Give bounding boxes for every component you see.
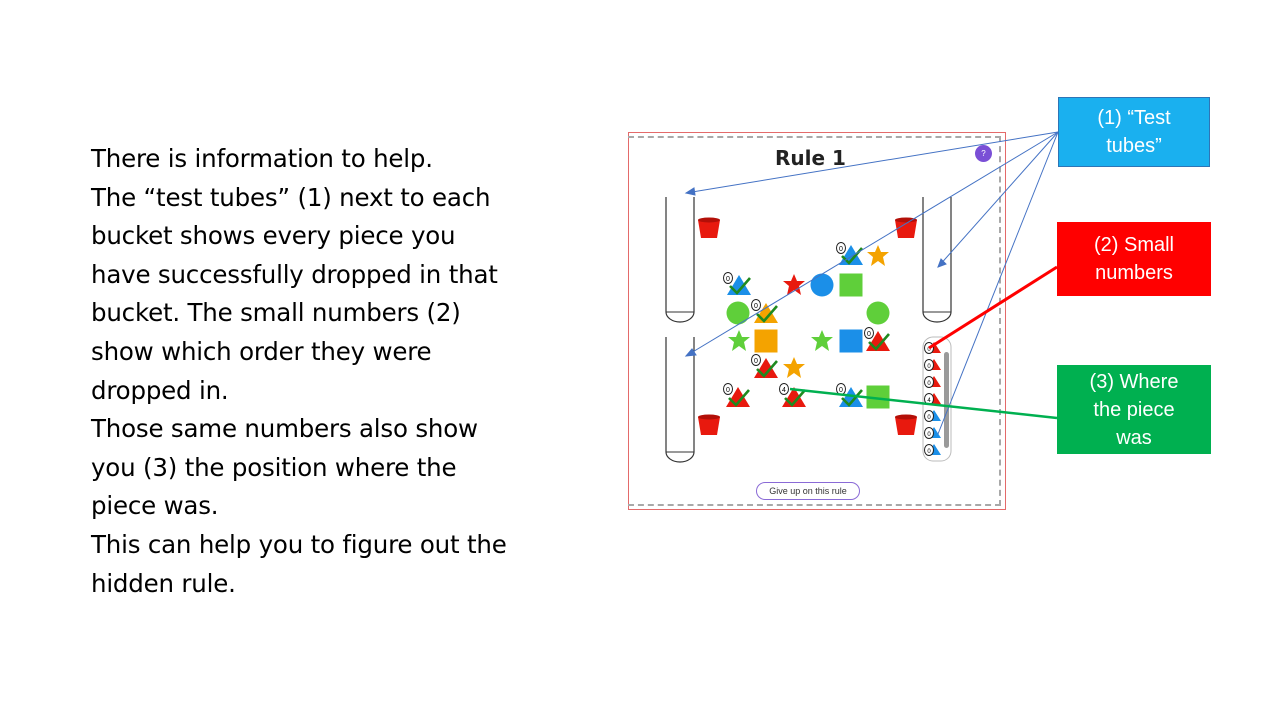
- piece-green-square[interactable]: [839, 273, 863, 297]
- piece-orange-star[interactable]: [867, 245, 889, 266]
- svg-text:0: 0: [927, 364, 931, 370]
- svg-text:0: 0: [927, 432, 931, 438]
- order-number-badge: 0: [836, 383, 846, 395]
- bucket-bottom-left[interactable]: [698, 414, 720, 436]
- svg-text:0: 0: [927, 449, 931, 455]
- piece-red-star[interactable]: [783, 274, 805, 295]
- svg-text:0: 0: [839, 246, 843, 253]
- small-numbers-arrow: [928, 265, 1058, 350]
- piece-orange-star[interactable]: [783, 357, 805, 378]
- instruction-paragraph-3: Those same numbers also show you (3) the…: [91, 414, 478, 521]
- piece-orange-square[interactable]: [754, 329, 778, 353]
- bucket-top-left[interactable]: [698, 217, 720, 239]
- instruction-paragraph-2: The “test tubes” (1) next to each bucket…: [91, 182, 498, 405]
- order-number-badge: 0: [723, 383, 733, 395]
- piece-green-star[interactable]: [811, 330, 833, 351]
- svg-text:0: 0: [867, 331, 871, 338]
- callout-test-tubes: (1) “Test tubes”: [1058, 97, 1210, 167]
- piece-blue-circle[interactable]: [810, 273, 834, 297]
- where-piece-arrow: [789, 387, 1058, 420]
- callout-where-piece-label: (3) Where the piece was: [1089, 370, 1179, 449]
- order-number-badge: 0: [751, 354, 761, 366]
- callout-small-numbers: (2) Small numbers: [1057, 222, 1211, 296]
- rule-title: Rule 1: [775, 146, 846, 170]
- instruction-paragraph-1: There is information to help.: [91, 144, 433, 173]
- give-up-button[interactable]: Give up on this rule: [756, 482, 860, 500]
- instruction-text: There is information to help. The “test …: [91, 140, 511, 603]
- svg-text:4: 4: [927, 398, 931, 404]
- order-number-badge: 4: [779, 383, 789, 395]
- svg-text:0: 0: [726, 276, 730, 283]
- callout-test-tubes-label: (1) “Test tubes”: [1097, 107, 1171, 157]
- test-tube-top-left: [665, 196, 695, 323]
- svg-text:0: 0: [927, 415, 931, 421]
- piece-green-circle[interactable]: [726, 301, 750, 325]
- callout-where-piece: (3) Where the piece was: [1057, 365, 1211, 454]
- test-tube-top-right: [922, 196, 952, 323]
- svg-text:0: 0: [927, 347, 931, 353]
- order-number-badge: 0: [864, 327, 874, 339]
- order-number-badge: 0: [751, 299, 761, 311]
- game-frame-dashed: [628, 136, 1001, 506]
- callout-small-numbers-label: (2) Small numbers: [1093, 234, 1174, 284]
- order-number-badge: 0: [723, 272, 733, 284]
- order-number-badge: 0: [836, 242, 846, 254]
- piece-green-circle[interactable]: [866, 301, 890, 325]
- svg-text:0: 0: [754, 303, 758, 310]
- svg-text:0: 0: [726, 387, 730, 394]
- instruction-paragraph-4: This can help you to figure out the hidd…: [91, 529, 507, 598]
- help-button[interactable]: ?: [975, 145, 992, 162]
- piece-blue-square[interactable]: [839, 329, 863, 353]
- test-tube-arrows: [684, 131, 1059, 435]
- svg-text:0: 0: [839, 387, 843, 394]
- piece-green-star[interactable]: [728, 330, 750, 351]
- svg-text:0: 0: [754, 358, 758, 365]
- tube-contents: 0 0 0 4 0 0 0: [924, 342, 941, 456]
- bucket-bottom-right[interactable]: [895, 414, 917, 436]
- svg-text:4: 4: [782, 387, 786, 394]
- game-frame: [628, 132, 1006, 510]
- svg-text:0: 0: [927, 381, 931, 387]
